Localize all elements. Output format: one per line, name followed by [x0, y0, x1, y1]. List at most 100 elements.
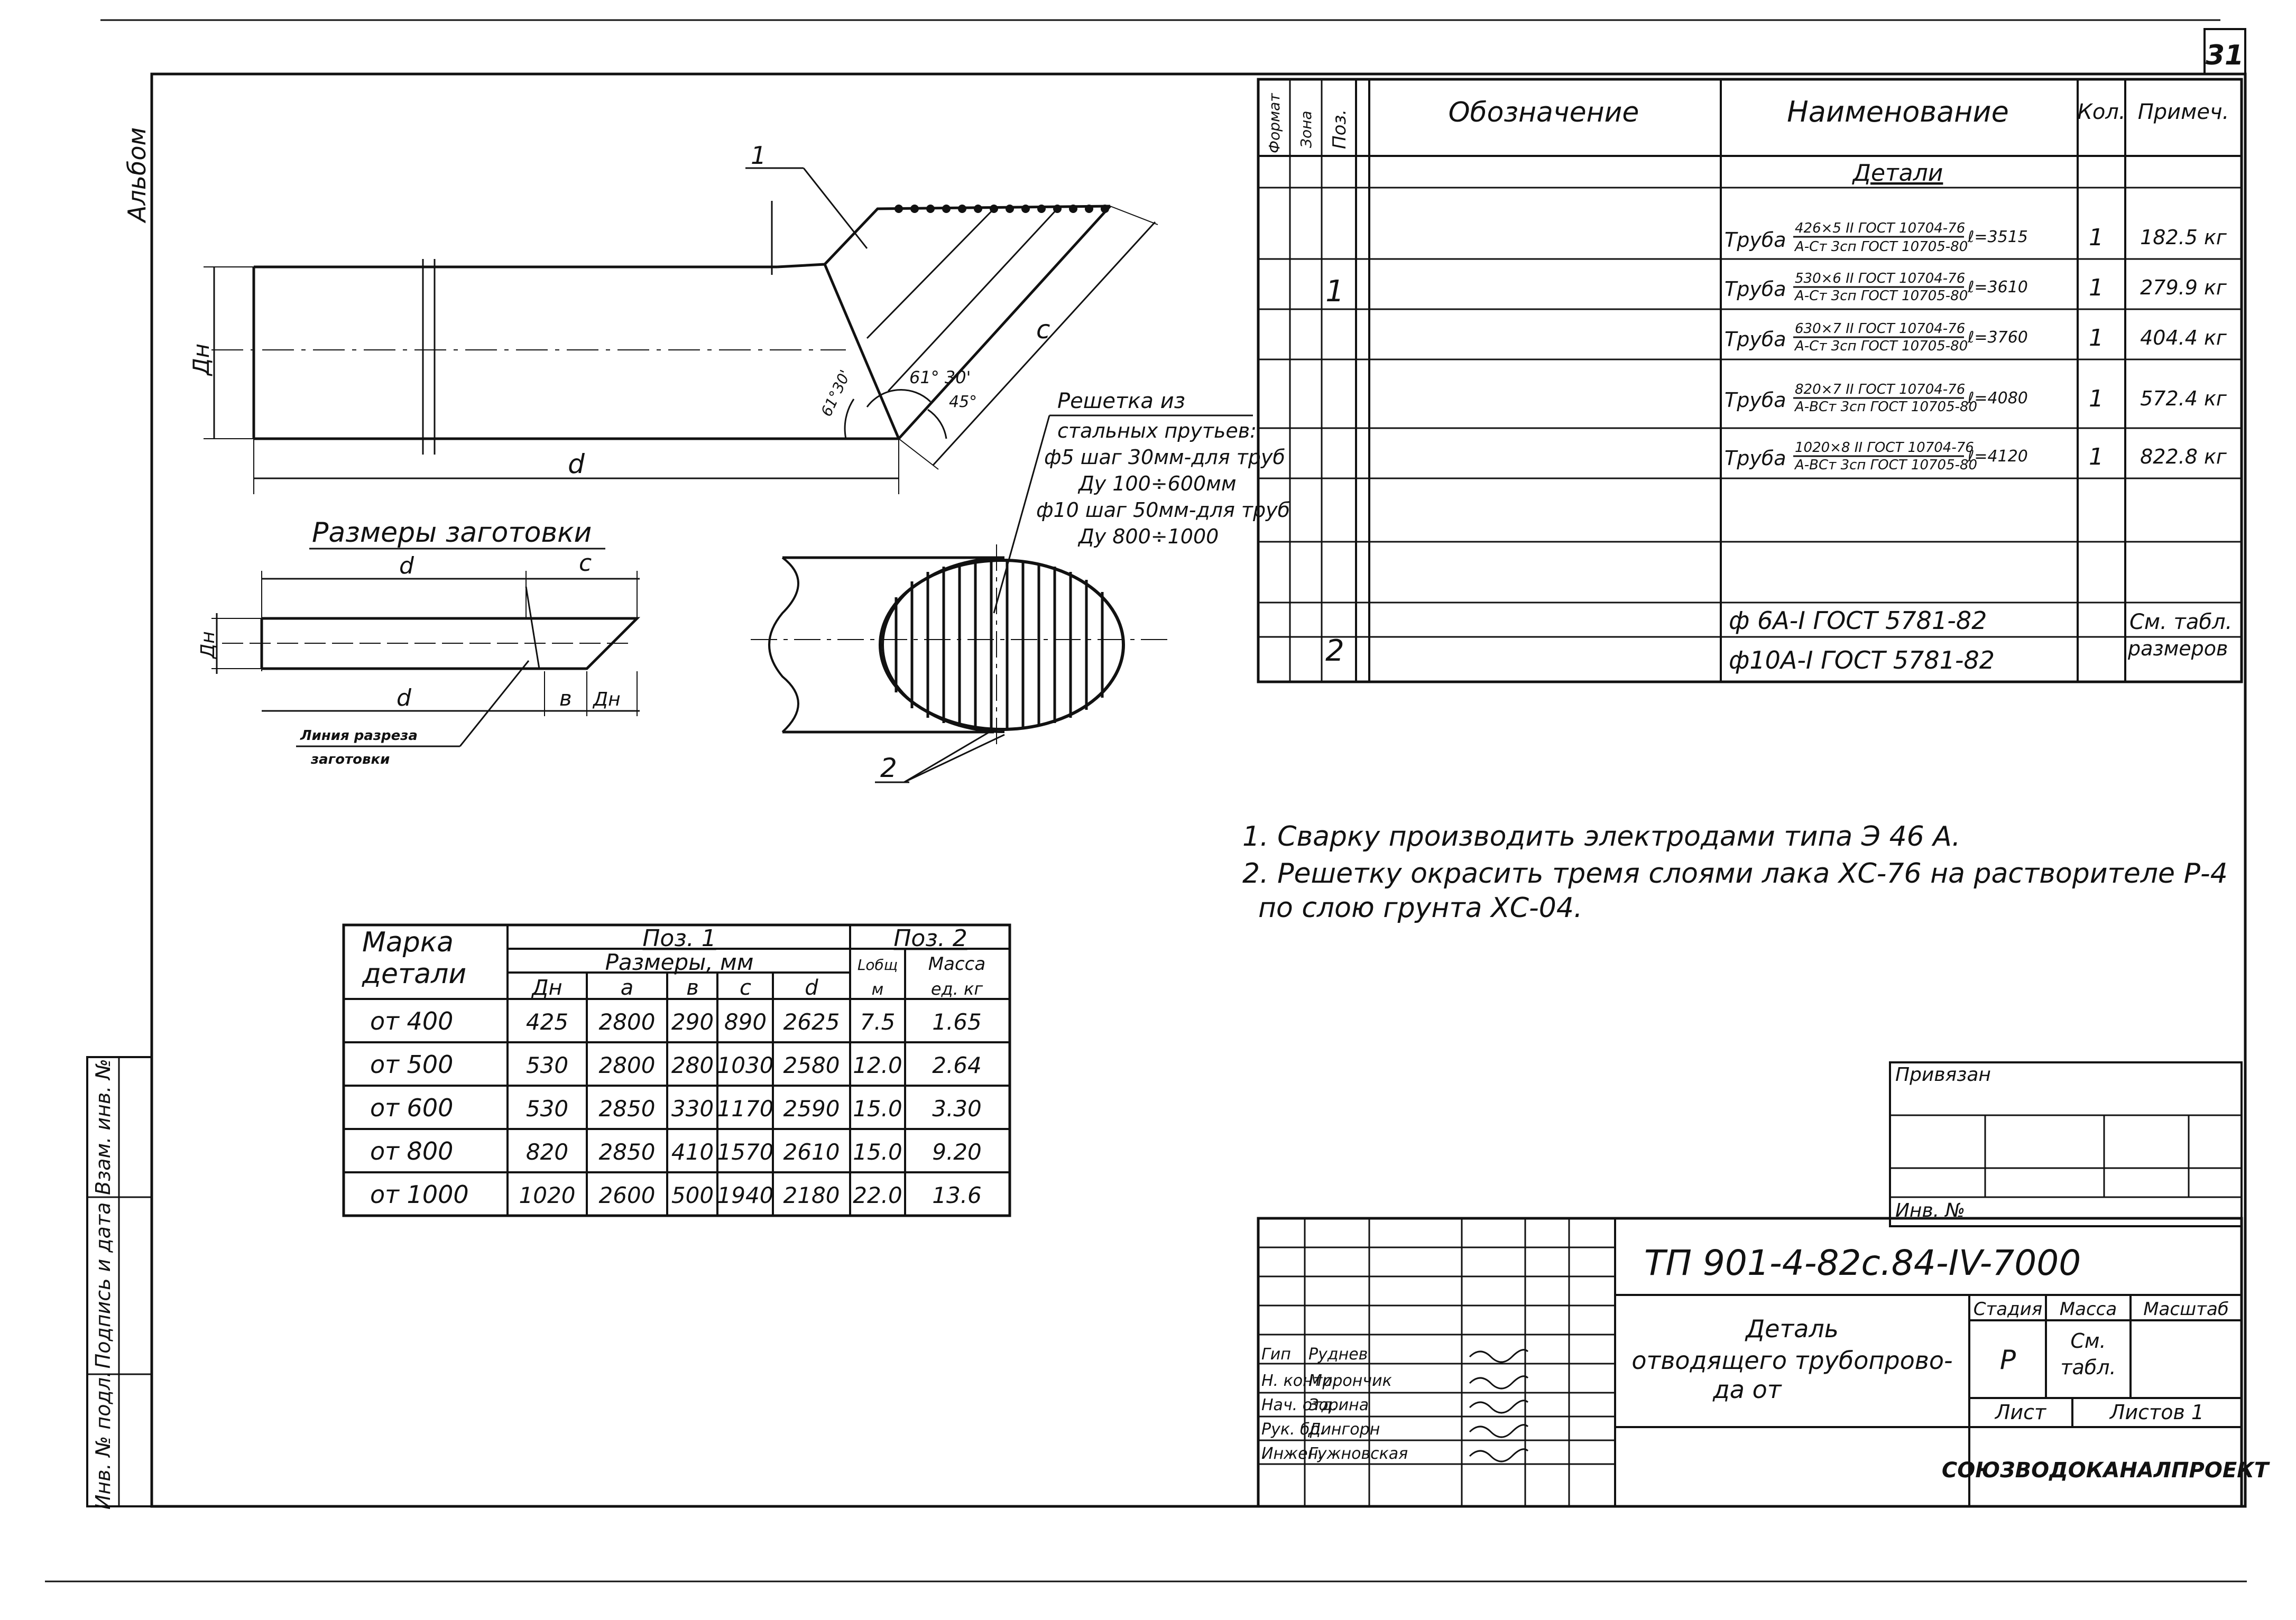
strip-sign-label: Подпись и дата: [91, 1202, 115, 1369]
spec-header-name: Наименование: [1787, 95, 2009, 128]
spec-header-designation: Обозначение: [1449, 97, 1639, 128]
spec-item-note: 404.4 кг: [2140, 326, 2227, 349]
spec-pos1: 1: [1325, 274, 1344, 309]
dims-cell: 330: [671, 1096, 714, 1122]
note-2: 2. Решетку окрасить тремя слоями лака ХС…: [1242, 858, 2228, 890]
dims-cell: 7.5: [860, 1009, 896, 1035]
angle-label-2: 61° 30': [909, 367, 971, 387]
title-code: ТП 901-4-82с.84-IV-7000: [1644, 1243, 2081, 1283]
spec-header-zone: Зона: [1297, 110, 1315, 148]
signature: [1469, 1375, 1529, 1390]
grid-note-line-5: ф10 шаг 50мм-для труб: [1036, 498, 1290, 522]
title-mass-value-2: табл.: [2060, 1356, 2116, 1379]
dims-cell: 1030: [717, 1052, 774, 1078]
person-name: Гужновская: [1308, 1445, 1408, 1463]
note-3: по слою грунта ХС-04.: [1258, 892, 1582, 924]
spec-header-qty: Кол.: [2077, 100, 2125, 124]
binding-title: Привязан: [1895, 1064, 1991, 1086]
binding-block: Привязан Инв. №: [1889, 1061, 2243, 1227]
spec-rods-note-2: размеров: [2127, 637, 2228, 660]
spec-item-note: 822.8 кг: [2140, 445, 2227, 468]
dims-pos2-col-2a: Масса: [928, 954, 985, 975]
spec-item-note: 572.4 кг: [2140, 387, 2227, 410]
spec-header-pos: Поз.: [1329, 109, 1350, 149]
sheet-number-box: [2203, 28, 2246, 75]
title-mass-header: Масса: [2060, 1299, 2117, 1320]
signature: [1469, 1400, 1529, 1414]
grid-note: Решетка из стальных прутьев: ф5 шаг 30мм…: [993, 389, 1290, 614]
sheet-frame: [150, 72, 2247, 1508]
spec-rod-2: ф10А-I ГОСТ 5781-82: [1729, 646, 1995, 674]
spec-rod-1: ф 6А-I ГОСТ 5781-82: [1729, 606, 1987, 635]
dims-pos2-col-1b: м: [872, 980, 884, 999]
dims-cell: 2800: [599, 1009, 656, 1035]
spec-rods-note-1: См. табл.: [2129, 610, 2232, 634]
dims-col-c: с: [740, 976, 751, 1000]
pipe-cut-face: [823, 264, 900, 439]
grid-note-line-4: Ду 100÷600мм: [1077, 472, 1237, 495]
spec-item-length: ℓ=3760: [1967, 328, 2028, 347]
title-desc-2: отводящего трубопрово-: [1631, 1346, 1952, 1375]
spec-item-gost-bottom: A-ВСт 3сп ГОСТ 10705-80: [1794, 457, 1977, 473]
spec-item-length: ℓ=3515: [1967, 228, 2028, 246]
dims-cell: 15.0: [853, 1139, 902, 1165]
person-role: Нач. отд.: [1261, 1396, 1338, 1414]
dims-cell: 1940: [717, 1182, 774, 1208]
spec-item-gost-top: 1020×8 II ГОСТ 10704-76: [1795, 440, 1974, 456]
blank-sketch: Размеры заготовки d c Дн d в Дн Линия ра…: [197, 517, 641, 767]
dims-pos2-col-2b: ед. кг: [931, 979, 983, 999]
dims-cell: 1020: [519, 1182, 576, 1208]
spec-header-format: Формат: [1266, 93, 1283, 153]
dims-cell: 290: [671, 1009, 714, 1035]
dims-cell: 530: [526, 1096, 568, 1122]
title-sheets-header: Листов 1: [2109, 1401, 2204, 1424]
person-role: Н. контр.: [1261, 1372, 1338, 1390]
signature: [1469, 1349, 1529, 1363]
person-role: Инжен.: [1261, 1445, 1323, 1463]
dims-col-a: а: [621, 976, 634, 1000]
grid-ellipse: [879, 559, 1125, 731]
note-1: 1. Сварку производить электродами типа Э…: [1242, 821, 1960, 853]
angle-label-1: 61°30': [817, 367, 854, 419]
dims-cell: 12.0: [853, 1052, 902, 1078]
strip-replace-label: Взам. инв. №: [91, 1059, 115, 1195]
cut-line-label-1: Линия разреза: [300, 728, 418, 744]
dims-cell: 2625: [783, 1009, 840, 1035]
spec-item-gost-top: 820×7 II ГОСТ 10704-76: [1795, 382, 1965, 397]
title-stage-value: Р: [2000, 1345, 2016, 1375]
spec-item-word: Труба: [1725, 328, 1786, 351]
title-stage-header: Стадия: [1974, 1299, 2042, 1320]
blank-title: Размеры заготовки: [312, 517, 592, 549]
blank-d-top: d: [399, 552, 414, 579]
grid-note-line-6: Ду 800÷1000: [1077, 525, 1219, 548]
spec-item-gost-top: 630×7 II ГОСТ 10704-76: [1795, 321, 1965, 337]
spec-item-qty: 1: [2089, 325, 2104, 351]
dims-cell: 2580: [783, 1052, 840, 1078]
grid-note-line-3: ф5 шаг 30мм-для труб: [1044, 446, 1285, 469]
title-block: ТП 901-4-82с.84-IV-7000 Деталь отводящег…: [1257, 1217, 2270, 1508]
spec-item-qty: 1: [2089, 385, 2104, 412]
spec-item-gost-top: 426×5 II ГОСТ 10704-76: [1795, 220, 1965, 236]
grid-note-line-2: стальных прутьев:: [1057, 419, 1257, 442]
spec-item-note: 279.9 кг: [2140, 276, 2227, 299]
strip-inv-label: Инв. № подл.: [91, 1371, 115, 1510]
dims-cell: 9.20: [932, 1139, 982, 1165]
sheet-number: 31: [2206, 40, 2244, 71]
dims-cell: 2590: [783, 1096, 840, 1122]
dims-pos1-header: Поз. 1: [642, 925, 716, 952]
person-role: Рук. бр.: [1261, 1420, 1325, 1439]
dims-cell: 410: [671, 1139, 714, 1165]
dims-cell: 2610: [783, 1139, 840, 1165]
dims-cell: 1170: [717, 1096, 774, 1122]
dims-cell: 280: [671, 1052, 714, 1078]
pos2-label: 2: [880, 753, 897, 783]
person-name: Руднев: [1308, 1345, 1368, 1364]
grid-view: 2: [751, 544, 1168, 783]
blank-c-top: c: [579, 550, 592, 577]
title-desc-1: Деталь: [1745, 1314, 1839, 1343]
pipe-drawing: 1 61°30' 61° 30' 45° Дн d c: [188, 141, 1158, 494]
spec-item-length: ℓ=4080: [1967, 389, 2028, 408]
spec-item-gost-bottom: A-ВСт 3сп ГОСТ 10705-80: [1794, 399, 1977, 415]
spec-item-word: Труба: [1725, 447, 1786, 470]
